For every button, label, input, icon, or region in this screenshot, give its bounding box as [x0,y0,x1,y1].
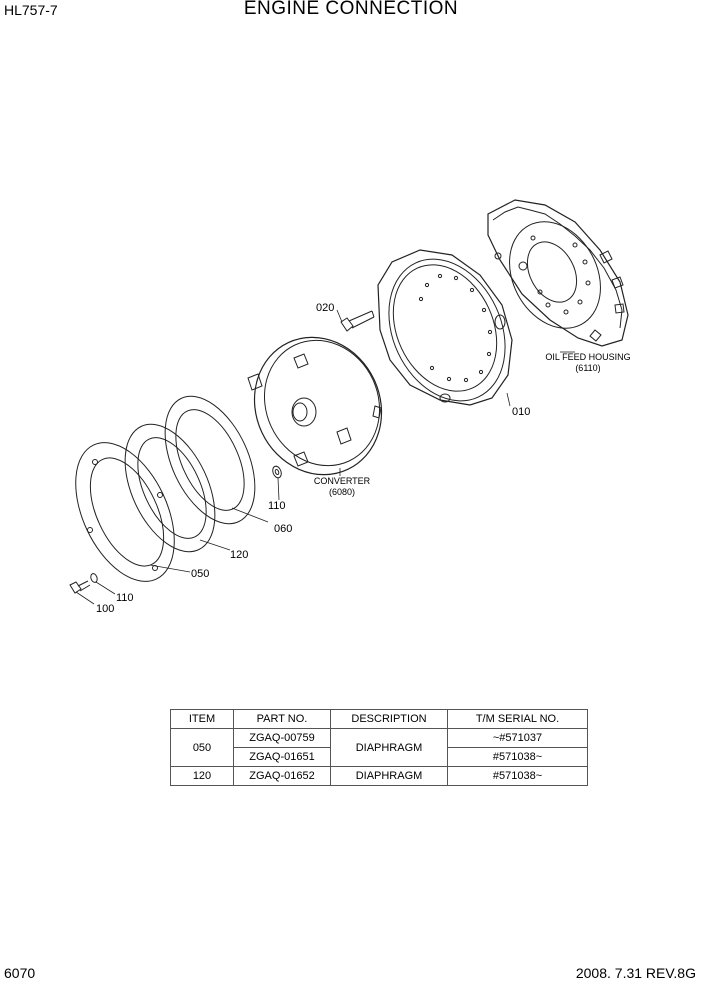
washer-110-upper [272,465,282,479]
washer-110-lower [90,573,98,583]
bolt-100 [69,580,91,594]
torque-converter [247,336,383,476]
header-item: ITEM [170,709,234,729]
callout-020: 020 [316,302,334,314]
cell-item: 050 [170,728,234,767]
callout-060: 060 [274,523,292,535]
cell-serial: #571038~ [447,747,588,767]
housing-010 [377,249,513,406]
table-row: 050 ZGAQ-00759 DIAPHRAGM ~#571037 [170,728,588,767]
header-serial-no: T/M SERIAL NO. [447,709,588,729]
table-header-row: ITEM PART NO. DESCRIPTION T/M SERIAL NO. [170,709,588,729]
diaphragm-050 [75,442,175,582]
cell-description: DIAPHRAGM [330,766,448,786]
callout-110-upper: 110 [268,500,286,512]
cell-part-no: ZGAQ-00759 [233,728,331,748]
oil-feed-housing-ref: (6110) [575,363,600,373]
diaphragm-120 [124,423,216,553]
parts-table: ITEM PART NO. DESCRIPTION T/M SERIAL NO.… [170,709,588,786]
model-number: HL757-7 [4,2,58,18]
oil-feed-housing-label: OIL FEED HOUSING [545,352,630,362]
leader-lines [75,309,575,605]
converter-label: CONVERTER [314,476,371,486]
callout-100: 100 [96,603,114,615]
cell-description: DIAPHRAGM [330,728,448,767]
revision-date: 2008. 7.31 REV.8G [575,965,696,981]
cell-serial: #571038~ [447,766,588,786]
cell-serial: ~#571037 [447,728,588,748]
bolt-020 [340,310,375,332]
callout-110-lower: 110 [116,592,134,604]
callout-010: 010 [512,406,530,418]
page-title: ENGINE CONNECTION [243,0,459,19]
diaphragm-060 [164,395,256,525]
header-part-no: PART NO. [233,709,331,729]
header-description: DESCRIPTION [330,709,448,729]
cell-item: 120 [170,766,234,786]
table-row: 120 ZGAQ-01652 DIAPHRAGM #571038~ [170,766,588,786]
oil-feed-housing [487,199,629,347]
page-number: 6070 [4,965,36,981]
callout-120: 120 [230,549,248,561]
exploded-diagram: 020 010 110 060 120 050 110 100 OIL FEED… [69,199,631,615]
converter-ref: (6080) [329,487,355,497]
cell-part-no: ZGAQ-01651 [233,747,331,767]
callout-050: 050 [191,568,209,580]
cell-part-no: ZGAQ-01652 [233,766,331,786]
